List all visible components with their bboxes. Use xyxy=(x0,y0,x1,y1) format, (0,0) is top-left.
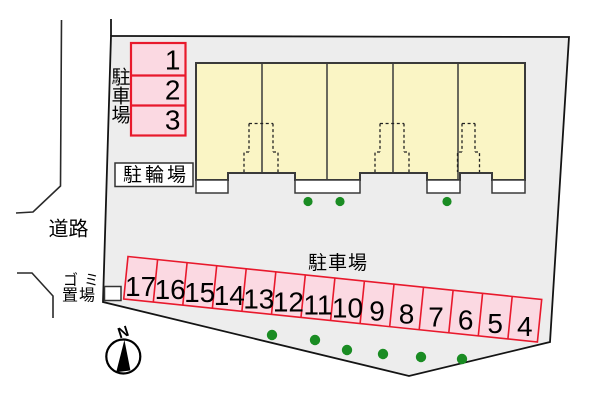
tree-dot xyxy=(335,196,345,207)
parking-bottom-divider xyxy=(477,293,484,336)
parking-left-title-char: 場 xyxy=(111,105,130,127)
garbage-label-line2: 置場 xyxy=(62,287,96,305)
parking-space-number: 8 xyxy=(399,299,415,330)
bicycle-parking-label: 駐輪場 xyxy=(123,164,189,186)
parking-space-number: 13 xyxy=(243,283,274,314)
parking-bottom-divider xyxy=(359,281,366,324)
parking-space-number: 10 xyxy=(332,293,363,324)
parking-bottom-divider xyxy=(507,296,513,339)
entrance-porch xyxy=(294,179,361,194)
tree-dot xyxy=(442,196,452,207)
parking-space-number: 16 xyxy=(155,274,186,305)
tree-dot xyxy=(415,351,427,363)
tree-dot xyxy=(377,348,389,360)
entrance-porch xyxy=(195,179,229,194)
parking-space-number: 17 xyxy=(125,271,156,302)
parking-bottom-divider xyxy=(152,259,159,303)
parking-space-number: 14 xyxy=(214,280,245,311)
parking-space-number: 11 xyxy=(303,289,332,320)
compass-north-label: N xyxy=(116,323,132,343)
parking-bottom-divider xyxy=(388,284,395,327)
parking-bottom-divider xyxy=(241,268,247,312)
garbage-box xyxy=(103,285,122,302)
stairs-dashed xyxy=(456,122,481,172)
tree-dot xyxy=(341,344,353,356)
tree-dot xyxy=(266,329,278,341)
parking-bottom-title: 駐車場 xyxy=(308,252,368,274)
parking-bottom-divider xyxy=(300,274,307,318)
building-outline xyxy=(195,62,526,181)
parking-space-number: 7 xyxy=(428,302,444,333)
parking-space-number: 15 xyxy=(184,277,215,308)
parking-left-area xyxy=(129,41,187,137)
entrance-porch xyxy=(491,179,526,194)
parking-bottom-divider xyxy=(182,262,188,306)
parking-bottom-divider xyxy=(448,290,454,333)
parking-space-number: 5 xyxy=(487,308,503,339)
stairs-dashed xyxy=(374,122,410,172)
parking-bottom-divider xyxy=(211,265,218,309)
parking-bottom-divider xyxy=(418,287,425,330)
road-label: 道路 xyxy=(49,218,89,241)
road-edge-upper xyxy=(15,19,63,214)
parking-space-number: 12 xyxy=(273,286,304,317)
parking-space-number: 6 xyxy=(458,305,474,336)
parking-space-number: 2 xyxy=(165,75,181,106)
bicycle-parking-box xyxy=(114,162,194,188)
tree-dot xyxy=(456,353,468,365)
parking-space-number: 3 xyxy=(165,105,181,136)
parking-bottom-divider xyxy=(270,271,277,315)
parking-space-number: 9 xyxy=(369,296,385,327)
parking-space-number: 4 xyxy=(517,311,533,342)
parking-left-title-char: 車 xyxy=(111,86,130,108)
parking-space-number: 1 xyxy=(165,45,181,76)
garbage-label-line1: ゴミ xyxy=(63,271,105,289)
parking-bottom-divider xyxy=(329,277,336,321)
road-edge-lower xyxy=(17,272,54,318)
compass: N xyxy=(105,323,142,375)
stairs-dashed xyxy=(243,122,279,172)
tree-dot xyxy=(303,196,313,207)
parking-left-title-char: 駐 xyxy=(111,67,130,89)
tree-dot xyxy=(309,334,321,346)
compass-needle xyxy=(116,340,131,373)
entrance-porch xyxy=(426,179,461,194)
